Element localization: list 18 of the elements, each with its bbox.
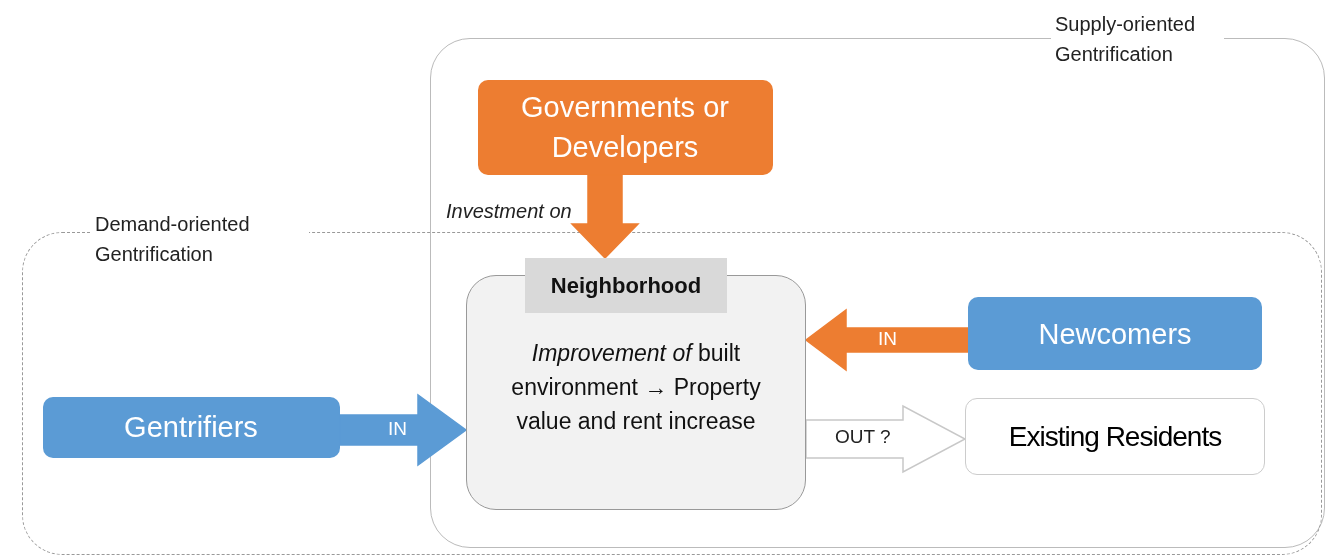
- edge-label: IN: [878, 328, 897, 350]
- header-tab: Neighborhood: [525, 258, 727, 313]
- box-label: Gentrifiers: [124, 410, 258, 445]
- box-label: Existing Residents: [1008, 420, 1222, 453]
- block-arrow: [339, 393, 468, 467]
- edge-label: IN: [388, 418, 407, 440]
- block-arrow: [805, 404, 967, 474]
- edge-label: OUT ?: [835, 426, 891, 448]
- group-box: [968, 297, 1262, 370]
- box-label: Newcomers: [1038, 316, 1192, 352]
- block-arrow: [804, 308, 969, 372]
- group-box: [965, 398, 1265, 475]
- description-text: Improvement of built environment → Property value and rent increase: [510, 339, 762, 436]
- block-arrow: [570, 174, 640, 260]
- group-box: [42, 396, 340, 458]
- box-label: Governments or Developers: [520, 90, 730, 165]
- edge-label: Investment on: [446, 200, 572, 223]
- actor-box: [477, 79, 773, 175]
